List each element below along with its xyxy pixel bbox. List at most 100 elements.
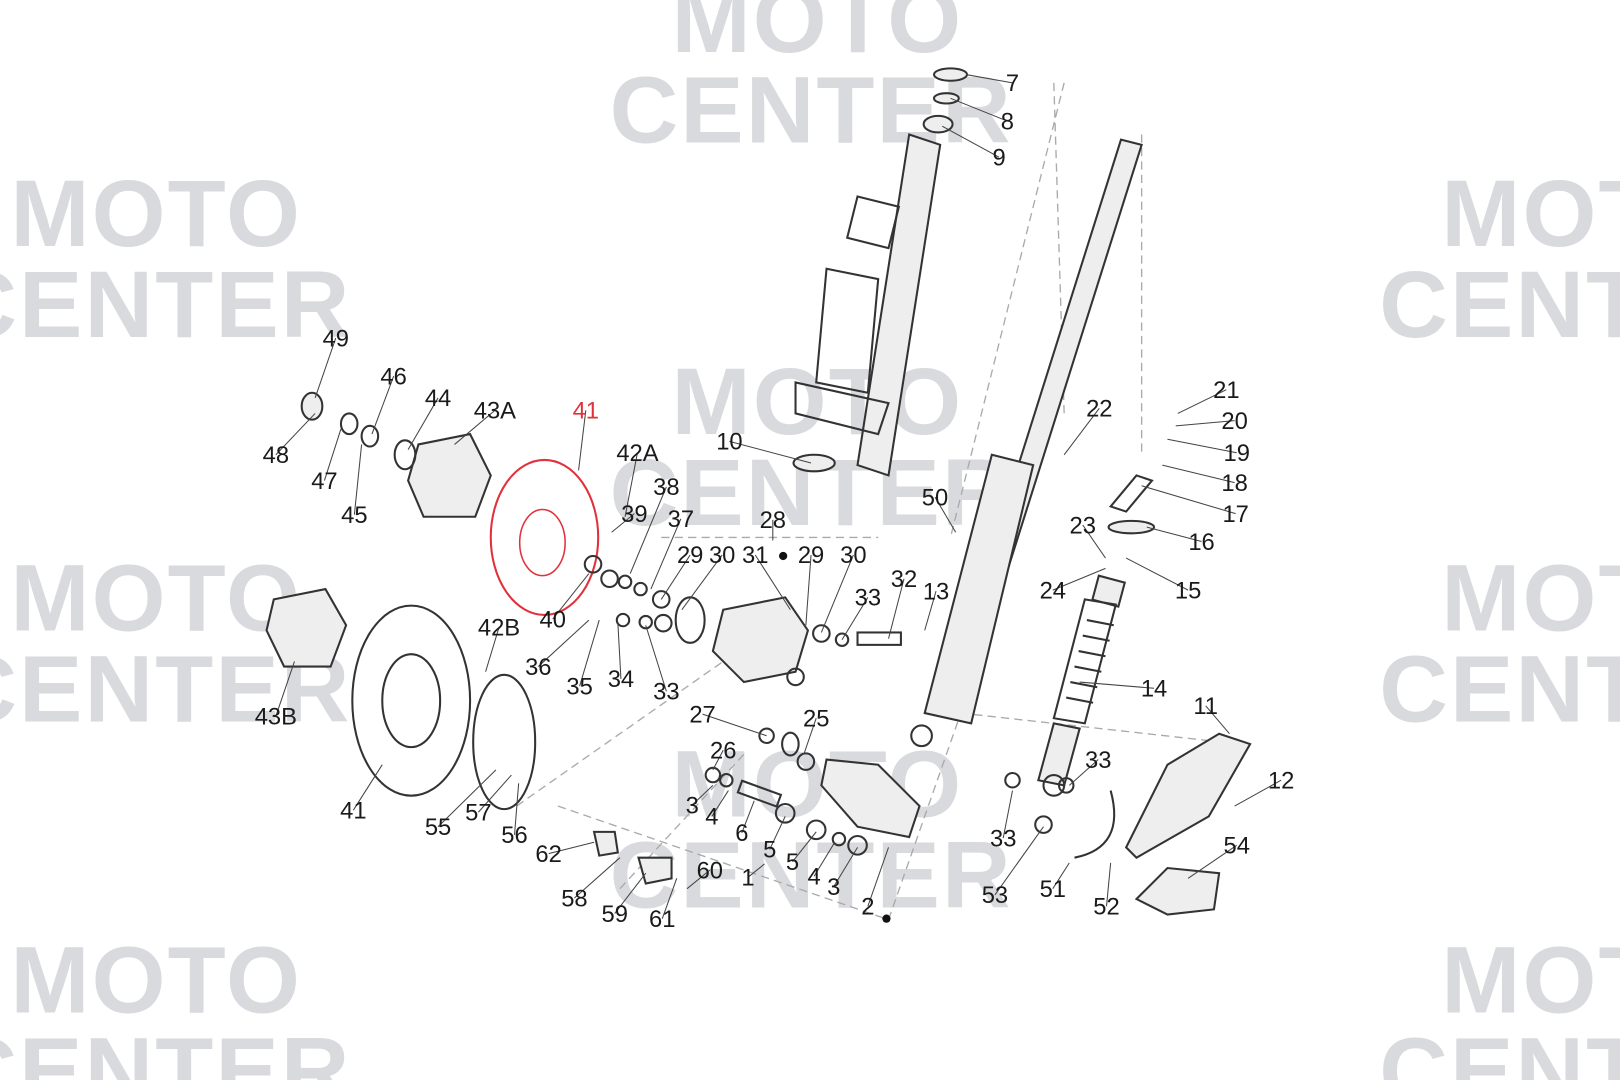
leader-line <box>629 486 667 574</box>
leader-line <box>548 841 595 855</box>
part-label-53[interactable]: 53 <box>982 882 1008 909</box>
part-label-41[interactable]: 41 <box>340 797 366 824</box>
leader-line <box>841 597 869 640</box>
part-label-23[interactable]: 23 <box>1070 512 1096 539</box>
part-label-51[interactable]: 51 <box>1040 876 1066 903</box>
part-label-6[interactable]: 6 <box>735 820 748 847</box>
part-label-10[interactable]: 10 <box>716 429 742 456</box>
part-label-12[interactable]: 12 <box>1268 767 1294 794</box>
part-label-3[interactable]: 3 <box>827 874 840 901</box>
leader-line <box>702 713 767 737</box>
part-label-61[interactable]: 61 <box>649 906 675 933</box>
part-label-45[interactable]: 45 <box>341 502 367 529</box>
part-label-62[interactable]: 62 <box>535 841 561 868</box>
part-label-27[interactable]: 27 <box>689 701 715 728</box>
part-label-48[interactable]: 48 <box>263 442 289 469</box>
part-label-57[interactable]: 57 <box>465 800 491 827</box>
part-label-22[interactable]: 22 <box>1086 396 1112 423</box>
leader-line <box>820 554 854 633</box>
part-label-20[interactable]: 20 <box>1221 408 1247 435</box>
part-label-56[interactable]: 56 <box>501 822 527 849</box>
leader-line <box>514 783 520 836</box>
part-label-2[interactable]: 2 <box>861 894 874 921</box>
part-label-60[interactable]: 60 <box>697 857 723 884</box>
part-label-30[interactable]: 30 <box>709 542 735 569</box>
leader-line <box>712 750 724 771</box>
leader-line <box>1141 485 1236 515</box>
part-label-5[interactable]: 5 <box>763 837 776 864</box>
leader-line <box>1002 790 1014 839</box>
steering-column <box>792 67 969 477</box>
leader-line <box>1052 567 1106 591</box>
part-label-15[interactable]: 15 <box>1175 577 1201 604</box>
part-label-18[interactable]: 18 <box>1221 470 1247 497</box>
part-label-19[interactable]: 19 <box>1223 440 1249 467</box>
part-label-52[interactable]: 52 <box>1093 894 1119 921</box>
part-label-21[interactable]: 21 <box>1213 377 1239 404</box>
part-label-13[interactable]: 13 <box>923 578 949 605</box>
assembly-dashed-lines <box>516 82 1240 921</box>
part-label-9[interactable]: 9 <box>992 144 1005 171</box>
part-label-4[interactable]: 4 <box>808 864 821 891</box>
part-label-8[interactable]: 8 <box>1001 108 1014 135</box>
part-label-32[interactable]: 32 <box>891 566 917 593</box>
part-label-46[interactable]: 46 <box>380 364 406 391</box>
part-label-41[interactable]: 41 <box>573 398 599 425</box>
part-label-29[interactable]: 29 <box>677 542 703 569</box>
part-label-34[interactable]: 34 <box>608 666 634 693</box>
part-label-50[interactable]: 50 <box>922 484 948 511</box>
watermark-text: CENTER <box>0 1019 352 1080</box>
part-label-3[interactable]: 3 <box>686 792 699 819</box>
brake-caliper <box>583 554 902 687</box>
part-label-33[interactable]: 33 <box>653 679 679 706</box>
part-label-38[interactable]: 38 <box>653 474 679 501</box>
leader-line <box>1177 389 1227 414</box>
leader-line <box>747 863 765 878</box>
part-label-17[interactable]: 17 <box>1222 501 1248 528</box>
leader-line <box>994 826 1044 896</box>
part-label-30[interactable]: 30 <box>840 542 866 569</box>
lower-link-parts <box>592 727 1116 885</box>
part-label-31[interactable]: 31 <box>742 542 768 569</box>
part-label-33[interactable]: 33 <box>1085 747 1111 774</box>
part-label-42a[interactable]: 42A <box>616 440 658 467</box>
leader-line <box>769 816 786 850</box>
part-label-5[interactable]: 5 <box>786 849 799 876</box>
part-label-36[interactable]: 36 <box>525 654 551 681</box>
part-label-24[interactable]: 24 <box>1040 577 1066 604</box>
part-label-14[interactable]: 14 <box>1141 676 1167 703</box>
part-label-4[interactable]: 4 <box>705 804 718 831</box>
part-label-33[interactable]: 33 <box>990 825 1016 852</box>
part-label-59[interactable]: 59 <box>602 901 628 928</box>
part-label-33[interactable]: 33 <box>855 585 881 612</box>
part-label-43a[interactable]: 43A <box>474 398 516 425</box>
part-label-55[interactable]: 55 <box>425 814 451 841</box>
part-label-42b[interactable]: 42B <box>478 615 520 642</box>
part-label-25[interactable]: 25 <box>803 705 829 732</box>
part-label-28[interactable]: 28 <box>760 507 786 534</box>
part-label-44[interactable]: 44 <box>425 385 451 412</box>
part-label-43b[interactable]: 43B <box>255 703 297 730</box>
leader-line <box>741 800 755 834</box>
part-label-35[interactable]: 35 <box>566 673 592 700</box>
watermark-text: CENTER <box>1379 636 1620 742</box>
part-label-29[interactable]: 29 <box>798 542 824 569</box>
part-label-11[interactable]: 11 <box>1193 693 1218 720</box>
part-label-16[interactable]: 16 <box>1188 529 1214 556</box>
part-label-40[interactable]: 40 <box>540 606 566 633</box>
part-label-26[interactable]: 26 <box>710 738 736 765</box>
leader-line <box>614 872 647 914</box>
leader-line <box>1052 862 1070 889</box>
part-label-58[interactable]: 58 <box>561 885 587 912</box>
part-label-7[interactable]: 7 <box>1006 70 1019 97</box>
leader-line <box>1175 420 1235 427</box>
part-label-39[interactable]: 39 <box>621 501 647 528</box>
leader-line <box>578 410 587 471</box>
part-number-labels: 7891022212019181716152324501332333029313… <box>255 70 1295 933</box>
watermark-text: CENTER <box>0 252 352 358</box>
part-label-54[interactable]: 54 <box>1223 833 1249 860</box>
part-label-37[interactable]: 37 <box>668 506 694 533</box>
part-label-49[interactable]: 49 <box>323 325 349 352</box>
part-label-1[interactable]: 1 <box>741 865 754 892</box>
part-label-47[interactable]: 47 <box>311 468 337 495</box>
